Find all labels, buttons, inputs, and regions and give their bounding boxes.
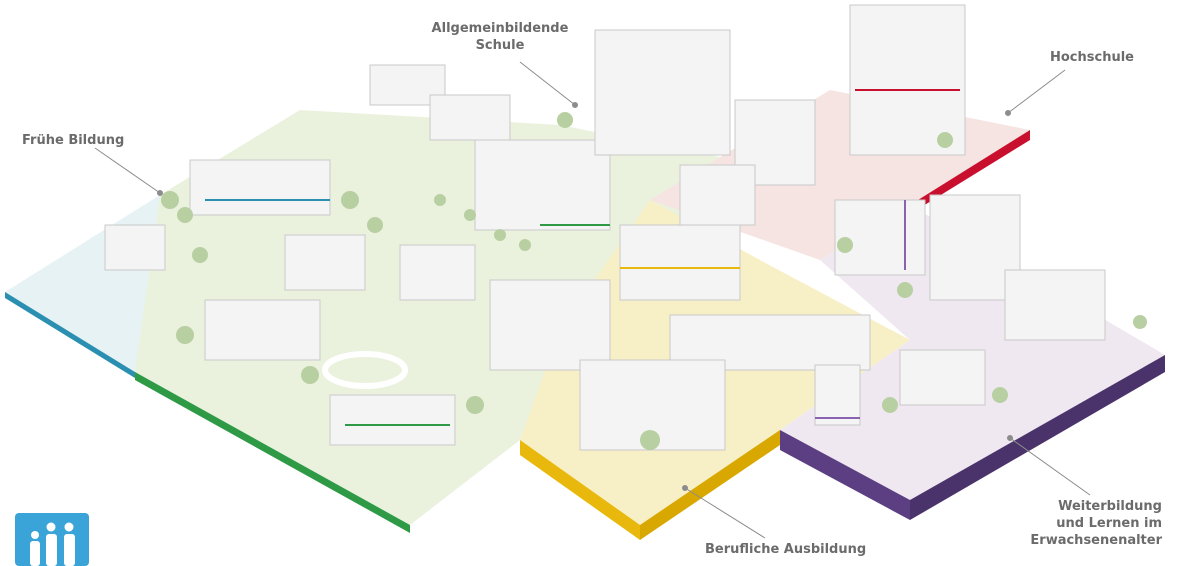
label-fruehe-bildung: Frühe Bildung: [22, 133, 125, 148]
building-trims: [205, 89, 960, 426]
label-weiterbildung: Weiterbildung und Lernen im Erwachsenena…: [1030, 499, 1162, 548]
label-hochschule: Hochschule: [1050, 50, 1134, 65]
trees: [161, 112, 1147, 450]
leader-lines: [94, 61, 1091, 539]
running-track: [322, 351, 408, 389]
label-allgemeinbildende-schule: Allgemeinbildende Schule: [431, 21, 569, 53]
label-berufliche-ausbildung: Berufliche Ausbildung: [705, 542, 867, 557]
family-education-logo-icon: [15, 513, 89, 566]
